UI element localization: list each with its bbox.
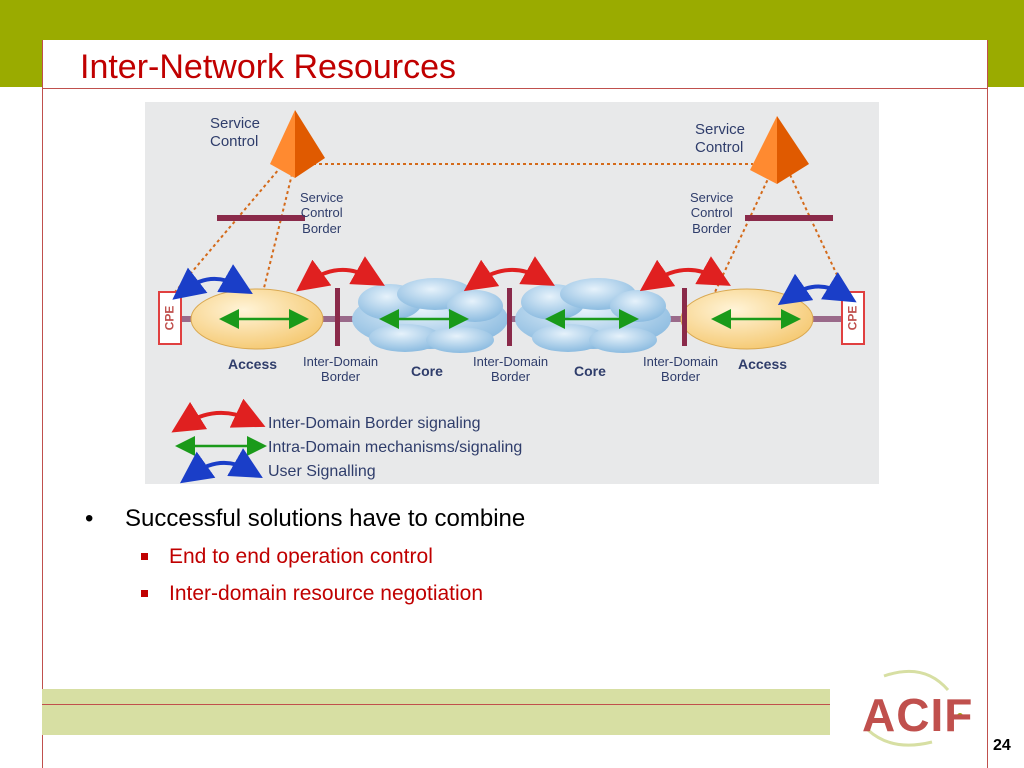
page-number: 24 [993,737,1011,754]
square-bullet-icon [141,590,148,597]
footer-line [42,704,830,705]
service-control-left-pyramid [270,110,325,178]
acif-logo-swirl [866,669,963,747]
bullet-dot-icon: • [85,505,94,532]
title-underline [42,88,987,89]
slide-title: Inter-Network Resources [80,48,457,86]
scb-left-label: Service Control Border [300,190,344,236]
core-cloud-2 [515,278,671,353]
service-control-links [174,161,846,293]
inter-domain-border-3-label: Inter-Domain Border [643,354,719,385]
service-control-right-label: Service Control [695,121,746,156]
scb-left-bar [217,215,305,221]
inter-domain-border-1-label: Inter-Domain Border [303,354,379,385]
cpe-left-box [158,291,182,345]
scb-right-bar [745,215,833,221]
legend-glyphs [171,398,267,484]
access-left-label: Access [228,356,278,372]
service-control-right-pyramid [750,116,809,184]
footer-color-bar [42,689,830,735]
inter-domain-border-bars [335,288,687,346]
right-border-line [987,40,988,768]
scb-right-label: Service Control Border [690,190,734,236]
square-bullet-icon [141,553,148,560]
left-border-line [42,40,43,768]
core-cloud-1 [352,278,508,353]
legend-label-intra-domain: Intra-Domain mechanisms/signaling [268,439,523,456]
legend-label-inter-domain: Inter-Domain Border signaling [268,415,481,432]
diagram-graphics [158,110,865,484]
sub-bullet-2-text: Inter-domain resource negotiation [169,582,484,605]
sub-bullet-1-text: End to end operation control [169,545,433,568]
cpe-right-label: CPE [845,305,860,331]
legend-label-user-signalling: User Signalling [268,463,376,480]
bullet-main-text: Successful solutions have to combine [125,505,526,532]
network-diagram: Service Control Service Control Service … [145,102,879,484]
inter-domain-border-2-label: Inter-Domain Border [473,354,549,385]
core-2-label: Core [574,363,606,379]
title-area [42,40,987,88]
cpe-left-label: CPE [162,305,177,331]
service-control-left-label: Service Control [210,115,261,150]
acif-logo: ACIF [862,689,974,741]
access-right-label: Access [738,356,788,372]
core-1-label: Core [411,363,443,379]
